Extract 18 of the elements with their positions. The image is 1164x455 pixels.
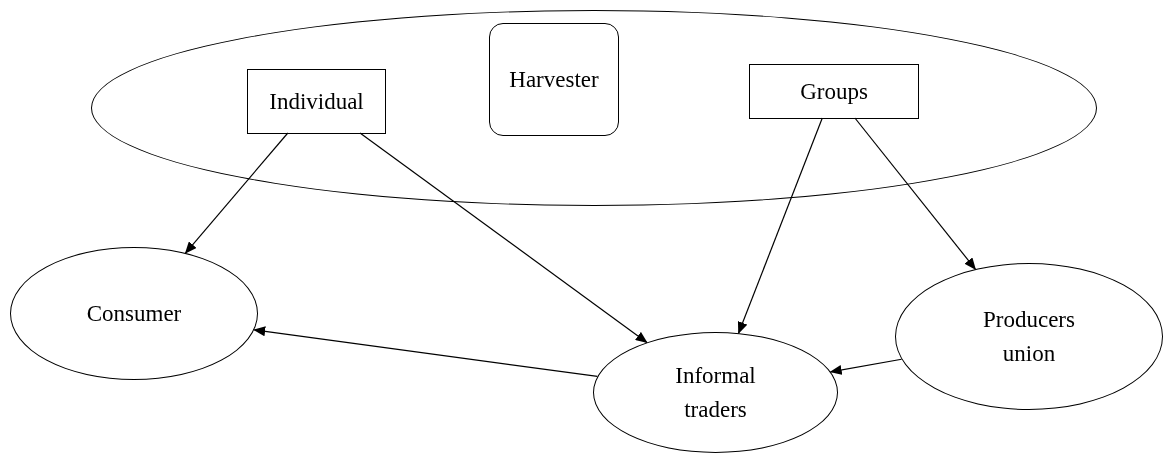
ellipse-node	[593, 332, 838, 453]
node-label: Harvester	[509, 65, 599, 94]
arrow	[253, 326, 598, 378]
arrow	[829, 358, 903, 375]
process-box	[749, 64, 919, 119]
node-label: Producers union	[982, 306, 1076, 368]
node-label: Informal traders	[674, 362, 757, 424]
arrow	[737, 117, 823, 334]
rounded-box	[489, 23, 619, 136]
arrow	[359, 132, 648, 343]
arrow	[854, 117, 976, 270]
ellipse-node	[10, 247, 258, 380]
node-label: Consumer	[86, 299, 182, 328]
node-label: Individual	[269, 87, 364, 116]
ellipse-node	[895, 263, 1163, 410]
process-box	[247, 69, 386, 134]
node-label: Groups	[800, 77, 868, 106]
arrow	[184, 132, 289, 254]
